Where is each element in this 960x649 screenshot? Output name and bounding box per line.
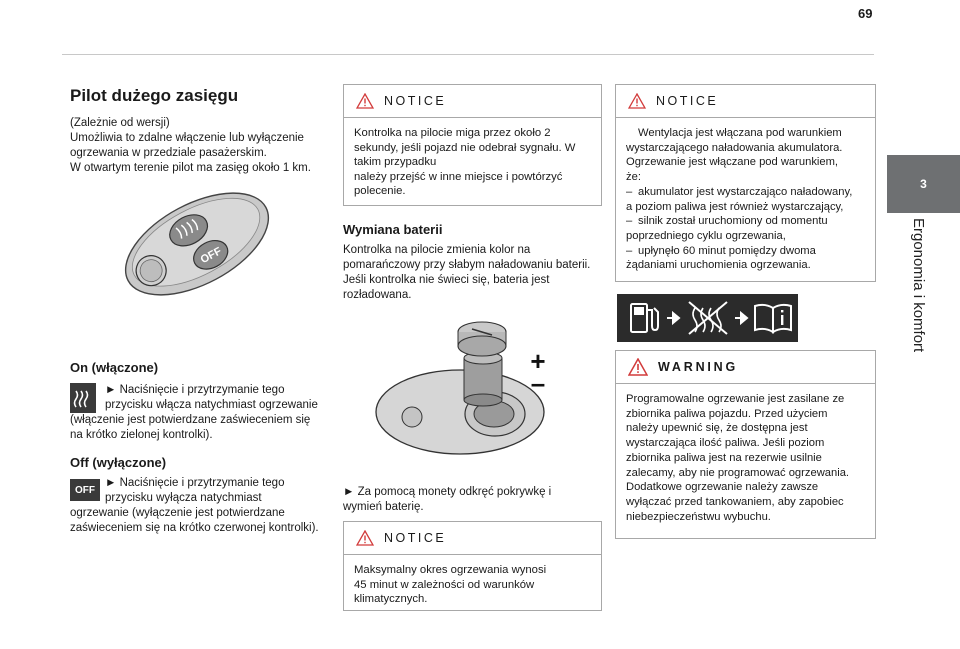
notice-line: wystarczającego naładowania akumulatora. [626,141,843,154]
heat-on-icon [70,383,96,413]
warning-body: Programowalne ogrzewanie jest zasilane z… [616,384,875,530]
warning-triangle-icon [356,530,374,546]
off-line: zaświeceniem się na krótko czerwonej kon… [70,522,319,534]
off-text: ogrzewanie (wyłączenie jest potwierdzane… [70,506,340,536]
warning-line: Programowalne ogrzewanie jest zasilane z… [626,393,845,405]
battery-line: Kontrolka na pilocie zmienia kolor na [343,244,531,256]
battery-step-line: ► Za pomocą monety odkręć pokrywkę i [343,486,552,498]
arrow-right-icon [667,310,681,326]
off-line: ► Naciśnięcie i przytrzymanie tego [105,477,285,489]
notice-list-item: –akumulator jest wystarczająco naładowan… [626,185,853,198]
intro-line: Umożliwia to zdalne włączenie lub wyłącz… [70,132,304,144]
notice-header: NOTICE [616,85,875,118]
remote-control-illustration: OFF [124,192,270,296]
notice-line: Kontrolka na pilocie miga przez około 2 [354,127,551,139]
battery-line: Jeśli kontrolka nie świeci się, bateria … [343,274,550,286]
warning-line: Dodatkowe ogrzewanie należy zawsze [626,481,819,494]
warning-line: wystarczająca ilość paliwa. Jeśli poziom [626,437,825,450]
warning-triangle-icon [356,93,374,109]
warning-label: WARNING [658,360,739,374]
notice-list-item: –upłynęło 60 minut pomiędzy dwoma [626,244,816,257]
arrow-right-icon [735,310,749,326]
notice-header: NOTICE [344,522,601,555]
on-line: ► Naciśnięcie i przytrzymanie tego [105,384,285,396]
battery-line: rozładowana. [343,289,412,301]
warning-triangle-icon [628,93,646,109]
fuel-pump-icon [630,303,659,333]
notice-box: NOTICE Kontrolka na pilocie miga przez o… [343,84,602,206]
battery-section: Wymiana baterii Kontrolka na pilocie zmi… [343,222,605,303]
page-number: 69 [858,6,873,21]
notice-box: NOTICE Wentylacja jest włączana pod waru… [615,84,876,282]
battery-line: pomarańczowy przy słabym naładowaniu bat… [343,259,591,271]
on-line: przycisku włącza natychmiast ogrzewanie [105,399,318,411]
chapter-title: Ergonomia i komfort [910,218,927,353]
off-heading: Off (wyłączone) [70,455,167,470]
notice-line: żądaniami uruchomienia ogrzewania. [626,259,811,272]
warning-header: WARNING [616,351,875,384]
chapter-tab[interactable]: 3 [887,155,960,213]
notice-line: poprzedniego cyklu ogrzewania, [626,229,786,242]
notice-box: NOTICE Maksymalny okres ogrzewania wynos… [343,521,602,611]
warning-line: wyłączać przed tankowaniem, aby zapobiec [626,495,844,508]
warning-line: zbiornika paliwa pojazdu. Przed użyciem [626,407,828,420]
battery-heading: Wymiana baterii [343,222,443,237]
on-line: na krótko zielonej kontrolki). [70,429,213,441]
on-line: (włączenie jest potwierdzane zaświecenie… [70,414,311,426]
plus-sign: + [530,346,545,376]
on-text-indented: ► Naciśnięcie i przytrzymanie tego przyc… [105,383,335,413]
heat-on-icon [175,218,199,239]
notice-label: NOTICE [656,94,719,108]
notice-line: polecenie. [354,185,406,198]
notice-body: Wentylacja jest włączana pod warunkiem w… [616,118,875,279]
off-section: Off (wyłączone) [70,455,332,471]
on-section: On (włączone) [70,360,332,376]
notice-line: Wentylacja jest włączana pod warunkiem [638,127,842,139]
warning-line: należy upewnić się, że dostępna jest [626,422,808,435]
battery-illustration: + – [375,321,546,455]
warning-line: zbiornika paliwa jest na rezerwie usilni… [626,451,822,464]
notice-line: Ogrzewanie jest włączane pod warunkiem, [626,156,839,169]
intro-line: W otwartym terenie pilot ma zasięg około… [70,162,311,174]
battery-step-line: wymień baterię. [343,501,424,513]
warning-line: niebezpieczeństwu wybuchu. [626,510,771,523]
column-left: Pilot dużego zasięgu (Zależnie od wersji… [70,86,332,176]
on-text: (włączenie jest potwierdzane zaświecenie… [70,413,335,443]
fuel-warning-icon-bar [617,294,798,342]
battery-step: ► Za pomocą monety odkręć pokrywkę i wym… [343,485,605,515]
warning-line: zalecamy, aby nie programować ogrzewania… [626,466,850,479]
notice-line: sekundy, jeśli pojazd nie odebrał sygnał… [354,141,576,154]
notice-line: Maksymalny okres ogrzewania wynosi [354,564,547,576]
on-heading: On (włączone) [70,360,159,375]
notice-line: 45 minut w zależności od warunków [354,578,535,591]
off-text-indented: ► Naciśnięcie i przytrzymanie tego przyc… [105,476,335,506]
intro-line: (Zależnie od wersji) [70,117,170,129]
manual-book-icon [754,303,792,334]
intro-line: ogrzewania w przedziale pasażerskim. [70,147,267,159]
minus-sign: – [531,368,545,398]
no-heating-icon [688,301,728,335]
notice-line: należy przejść w inne miejsce i powtórzy… [354,170,563,183]
notice-list-item: –silnik został uruchomiony od momentu [626,215,828,228]
header-rule [62,54,874,55]
notice-label: NOTICE [384,94,447,108]
section-title: Pilot dużego zasięgu [70,86,239,105]
notice-body: Kontrolka na pilocie miga przez około 2 … [344,118,601,205]
notice-line: że: [626,171,641,184]
notice-label: NOTICE [384,531,447,545]
off-icon: OFF [70,479,100,501]
notice-body: Maksymalny okres ogrzewania wynosi 45 mi… [344,555,601,613]
notice-line: klimatycznych. [354,593,428,606]
off-line: ogrzewanie (wyłączenie jest potwierdzane [70,507,285,519]
notice-line: a poziom paliwa jest również wystarczają… [626,200,844,213]
warning-box: WARNING Programowalne ogrzewanie jest za… [615,350,876,539]
warning-triangle-icon [628,358,648,376]
off-line: przycisku wyłącza natychmiast [105,492,262,504]
notice-line: takim przypadku [354,156,437,169]
notice-header: NOTICE [344,85,601,118]
